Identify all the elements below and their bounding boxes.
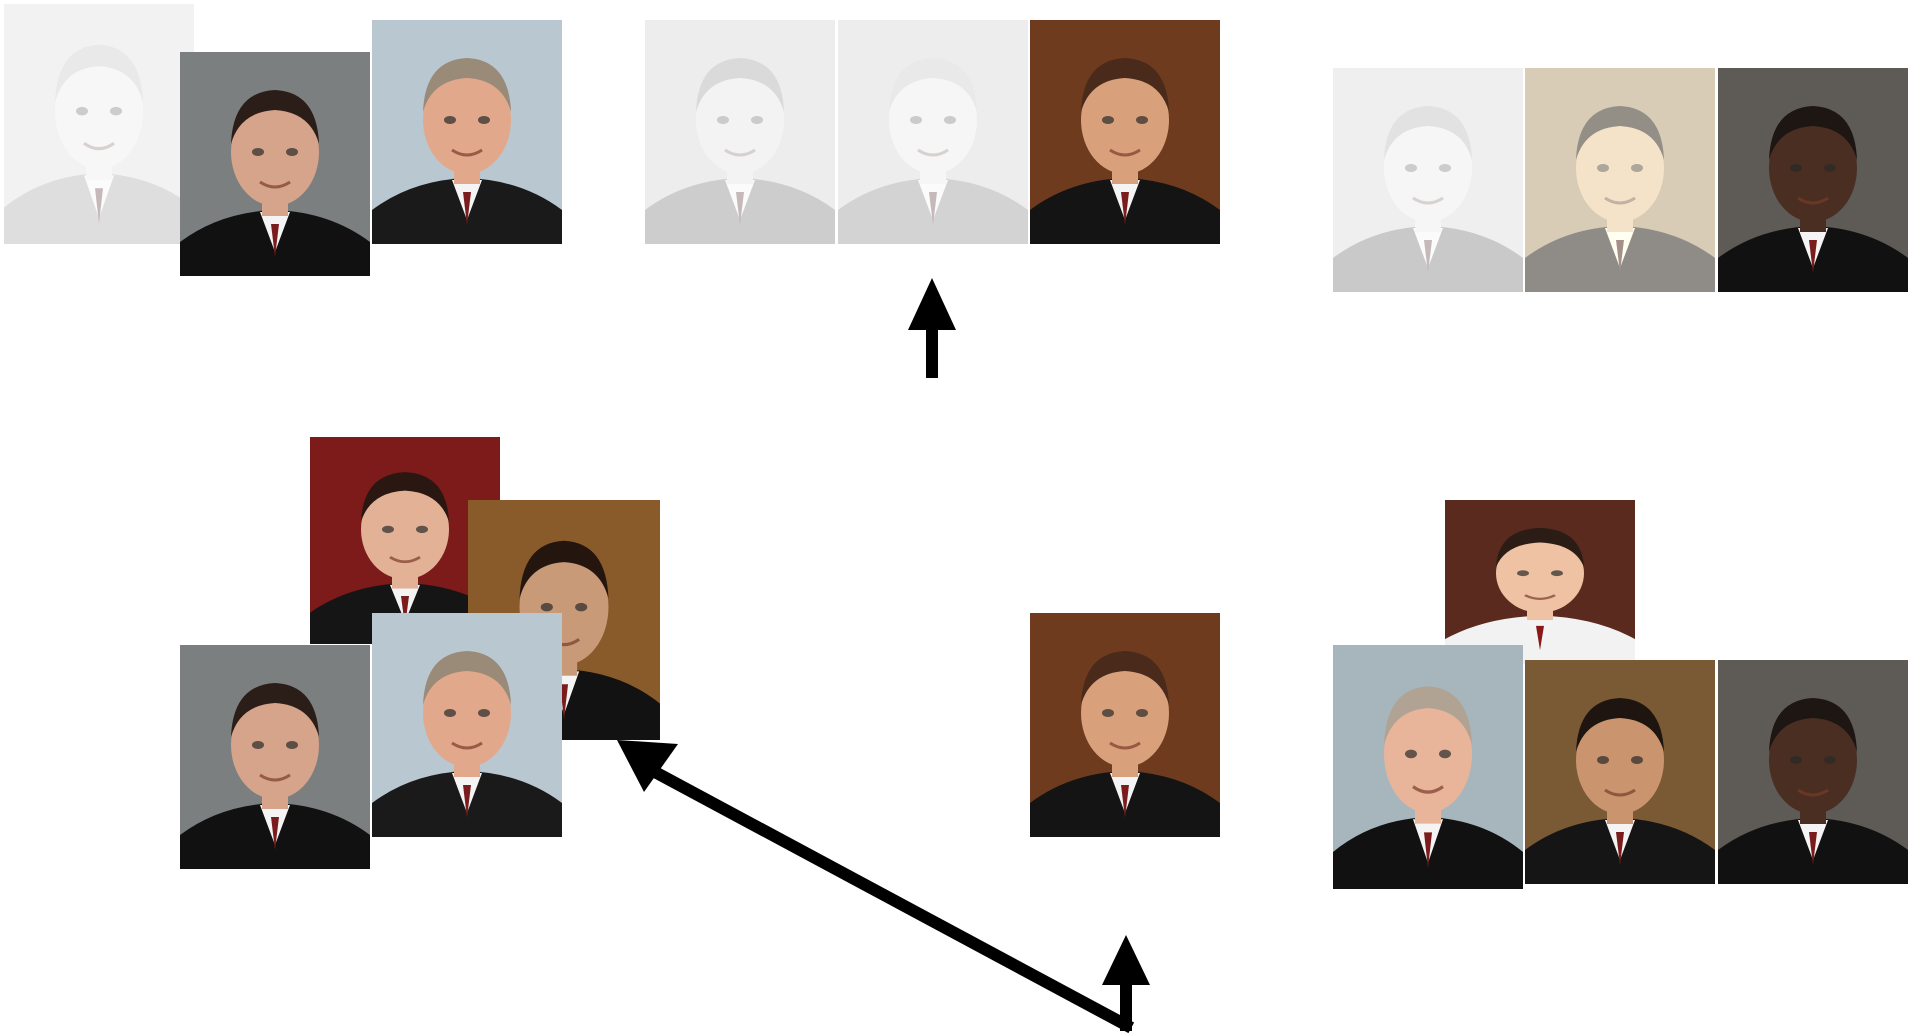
portrait-justice-8b [1525,660,1715,884]
portrait-justice-8 [1525,68,1715,292]
portrait-justice-4 [645,20,835,244]
portrait-justice-7 [1333,68,1523,292]
portrait-justice-13 [1333,645,1523,889]
portrait-justice-9 [1718,68,1908,292]
portrait-justice-2b [180,645,370,869]
portrait-justice-9b [1718,660,1908,884]
portrait-justice-6b [1030,613,1220,837]
portrait-justice-3b [372,613,562,837]
portrait-justice-6 [1030,20,1220,244]
portrait-justice-12 [1445,500,1635,664]
portrait-justice-1 [4,4,194,244]
portrait-justice-5 [838,20,1028,244]
portrait-justice-2 [180,52,370,276]
portrait-justice-3 [372,20,562,244]
